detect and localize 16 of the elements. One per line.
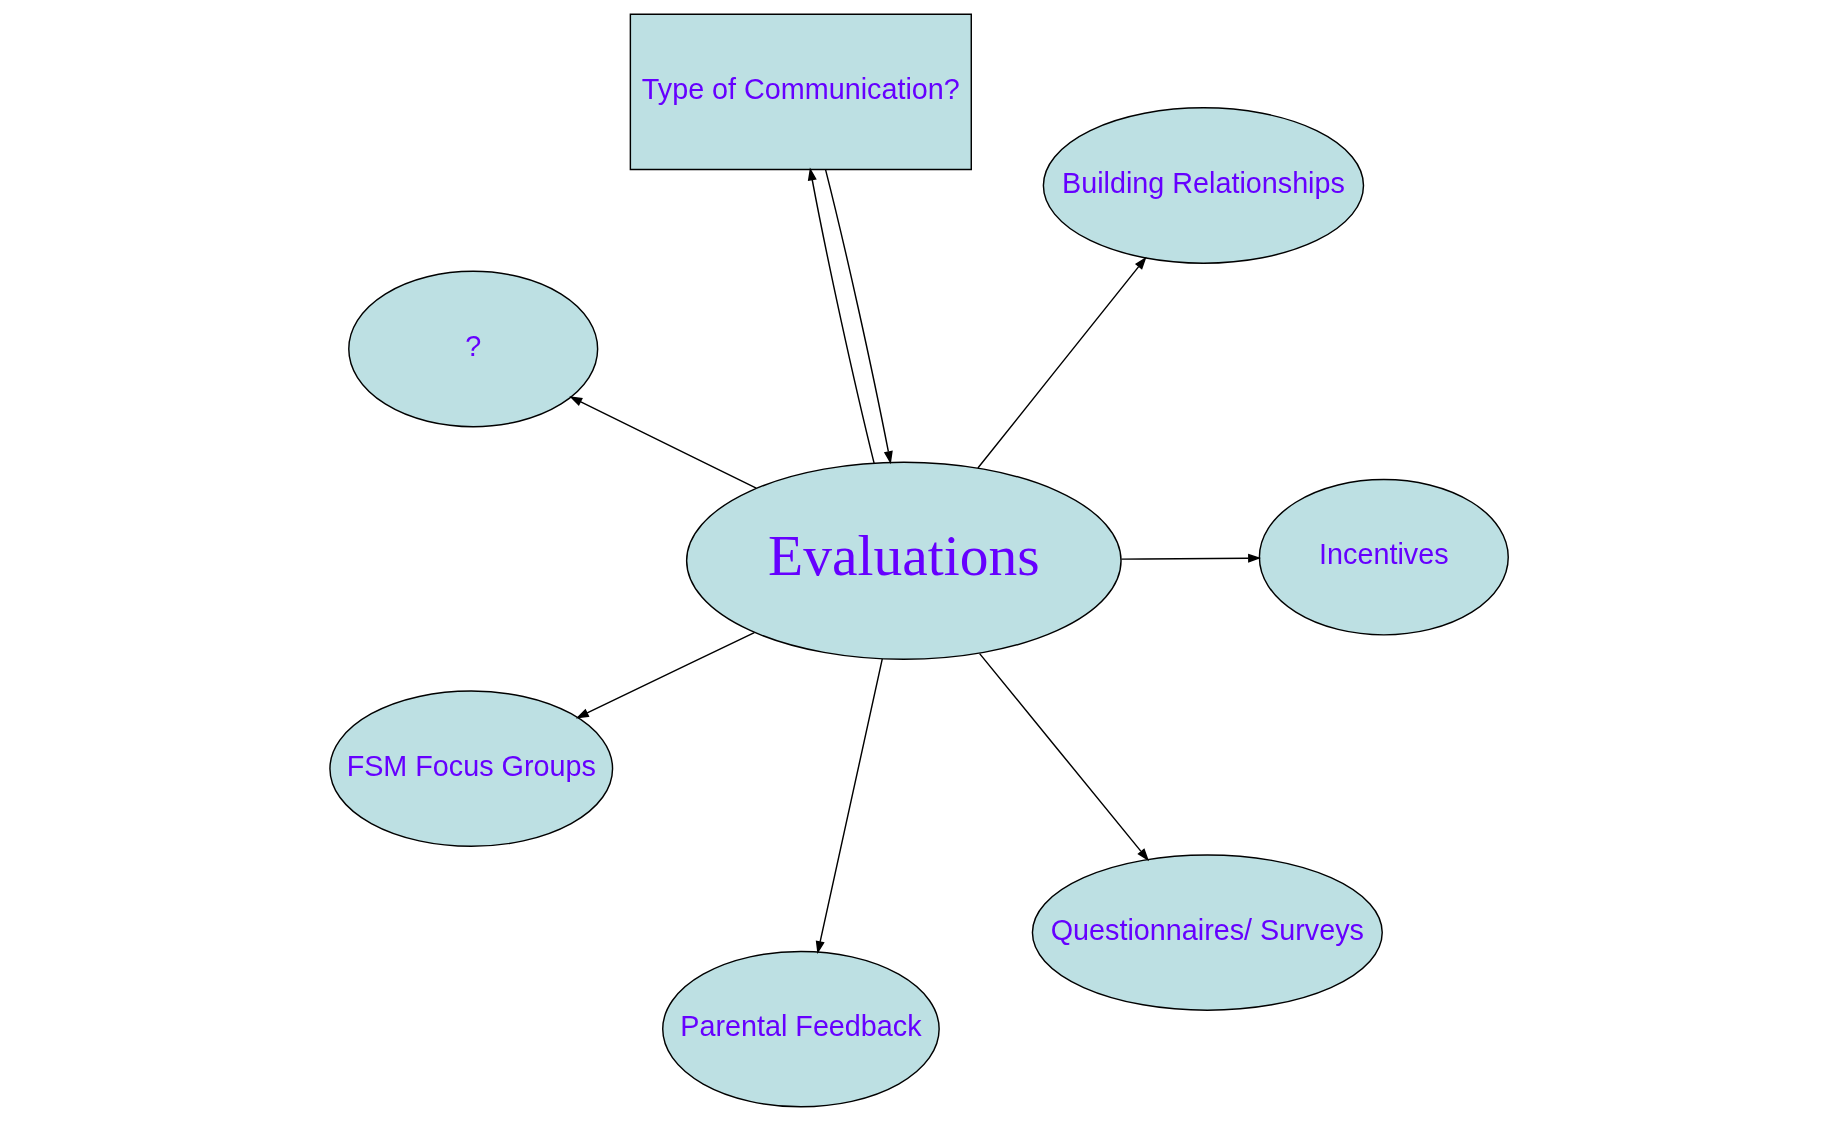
node-ellipse: Incentives (1258, 478, 1509, 636)
arrow (824, 169, 893, 465)
arrow (815, 658, 883, 955)
node-ellipse: Parental Feedback (661, 950, 940, 1108)
node-ellipse: FSM Focus Groups (328, 690, 613, 848)
arrow (568, 396, 757, 489)
node-ellipse: Building Relationships (1042, 107, 1364, 264)
node-box: Type of Communication? (629, 13, 972, 171)
arrow (978, 652, 1149, 862)
arrow (976, 256, 1147, 469)
arrow (575, 631, 755, 719)
node-ellipse: Evaluations (685, 461, 1122, 660)
arrow (807, 167, 875, 464)
arrow (1120, 553, 1261, 563)
node-ellipse: ? (347, 270, 598, 428)
node-ellipse: Questionnaires/ Surveys (1031, 854, 1383, 1011)
